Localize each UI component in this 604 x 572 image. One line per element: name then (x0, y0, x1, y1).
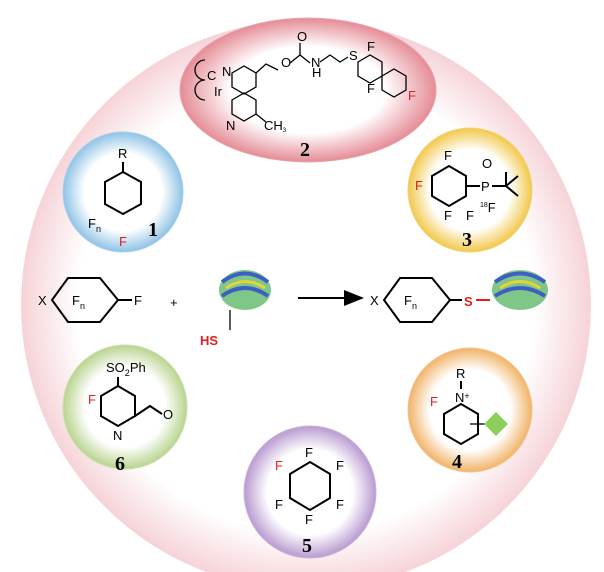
atom-c: C (207, 68, 216, 83)
atom-o: O (482, 156, 492, 171)
ch-label: CH (264, 118, 283, 133)
compound-5: F F F F F F 5 (243, 425, 377, 559)
atom-f: F (305, 445, 313, 460)
atom-f-red: F (275, 458, 283, 473)
compound-1: R Fn F 1 (62, 131, 184, 253)
thiol-label: HS (200, 333, 218, 348)
diamond-icon (484, 412, 508, 436)
compound-2: C Ir N N CH3 O O N H S F F F 2 (179, 17, 437, 163)
atom-f: F (367, 81, 375, 96)
atom-f-red: F (430, 394, 438, 409)
compound-number: 4 (452, 451, 462, 473)
x-label: X (38, 293, 47, 308)
compound-number: 1 (148, 219, 158, 241)
atom-n: N (113, 428, 122, 443)
atom-f: F (466, 208, 474, 223)
atom-f: F (367, 39, 375, 54)
compound-6: SO2Ph F N O 6 (62, 344, 188, 475)
atom-n: N (311, 55, 320, 70)
atom-f18: F (488, 200, 496, 215)
atom-f: F (134, 293, 142, 308)
r-group: R (118, 146, 127, 161)
so2ph-label: SO2Ph (106, 360, 146, 378)
compound-number: 2 (300, 139, 310, 161)
atom-f-red: F (119, 234, 127, 249)
atom-ir: Ir (214, 84, 223, 99)
compound-3: F F F F P O 18F 3 (407, 127, 533, 253)
protein-icon (492, 270, 548, 310)
reaction-scheme: X Fn F + HS X Fn S (38, 270, 548, 348)
so-label: SO (106, 360, 125, 375)
compound-number: 6 (115, 453, 125, 475)
f-label: F (404, 293, 412, 308)
atom-f-red: F (88, 392, 96, 407)
f-label: F (88, 216, 96, 231)
atom-f: F (305, 512, 313, 527)
methyl-label: CH3 (264, 118, 287, 134)
atom-f: F (444, 148, 452, 163)
atom-o: O (297, 29, 307, 44)
n-plus-label: N+ (455, 390, 470, 405)
compound-number: 5 (302, 535, 312, 557)
n-subscript: n (80, 301, 85, 311)
atom-f-red: F (408, 88, 416, 103)
atom-s: S (349, 48, 358, 63)
ph-label: Ph (130, 360, 146, 375)
atom-o: O (281, 55, 291, 70)
f-label: F (72, 293, 80, 308)
atom-f-red: F (415, 178, 423, 193)
atom-n: N (455, 390, 464, 405)
atom-n: N (226, 118, 235, 133)
atom-n: N (222, 64, 231, 79)
atom-f: F (336, 458, 344, 473)
n-subscript: n (96, 224, 101, 234)
fn-label: Fn (88, 216, 101, 234)
plus-charge: + (464, 391, 469, 401)
x-label: X (370, 293, 379, 308)
fn-label: Fn (404, 293, 417, 311)
plus-sign: + (170, 295, 178, 310)
r-group: R (456, 366, 465, 381)
protein-icon (219, 270, 271, 310)
subscript-3: 3 (283, 128, 287, 134)
n-subscript: n (412, 301, 417, 311)
atom-p: P (481, 179, 490, 194)
atom-h: H (312, 65, 321, 80)
atom-f: F (275, 497, 283, 512)
subscript-2: 2 (125, 368, 130, 378)
atom-f: F (336, 497, 344, 512)
atom-f: F (444, 208, 452, 223)
isotope-18: 18 (480, 202, 488, 209)
fn-label: Fn (72, 293, 85, 311)
f18-label: 18F (480, 200, 496, 215)
compound-4: R N+ F 4 (407, 347, 533, 473)
atom-o: O (163, 407, 173, 422)
compound-number: 3 (462, 229, 472, 251)
sulfur-label: S (464, 294, 473, 309)
